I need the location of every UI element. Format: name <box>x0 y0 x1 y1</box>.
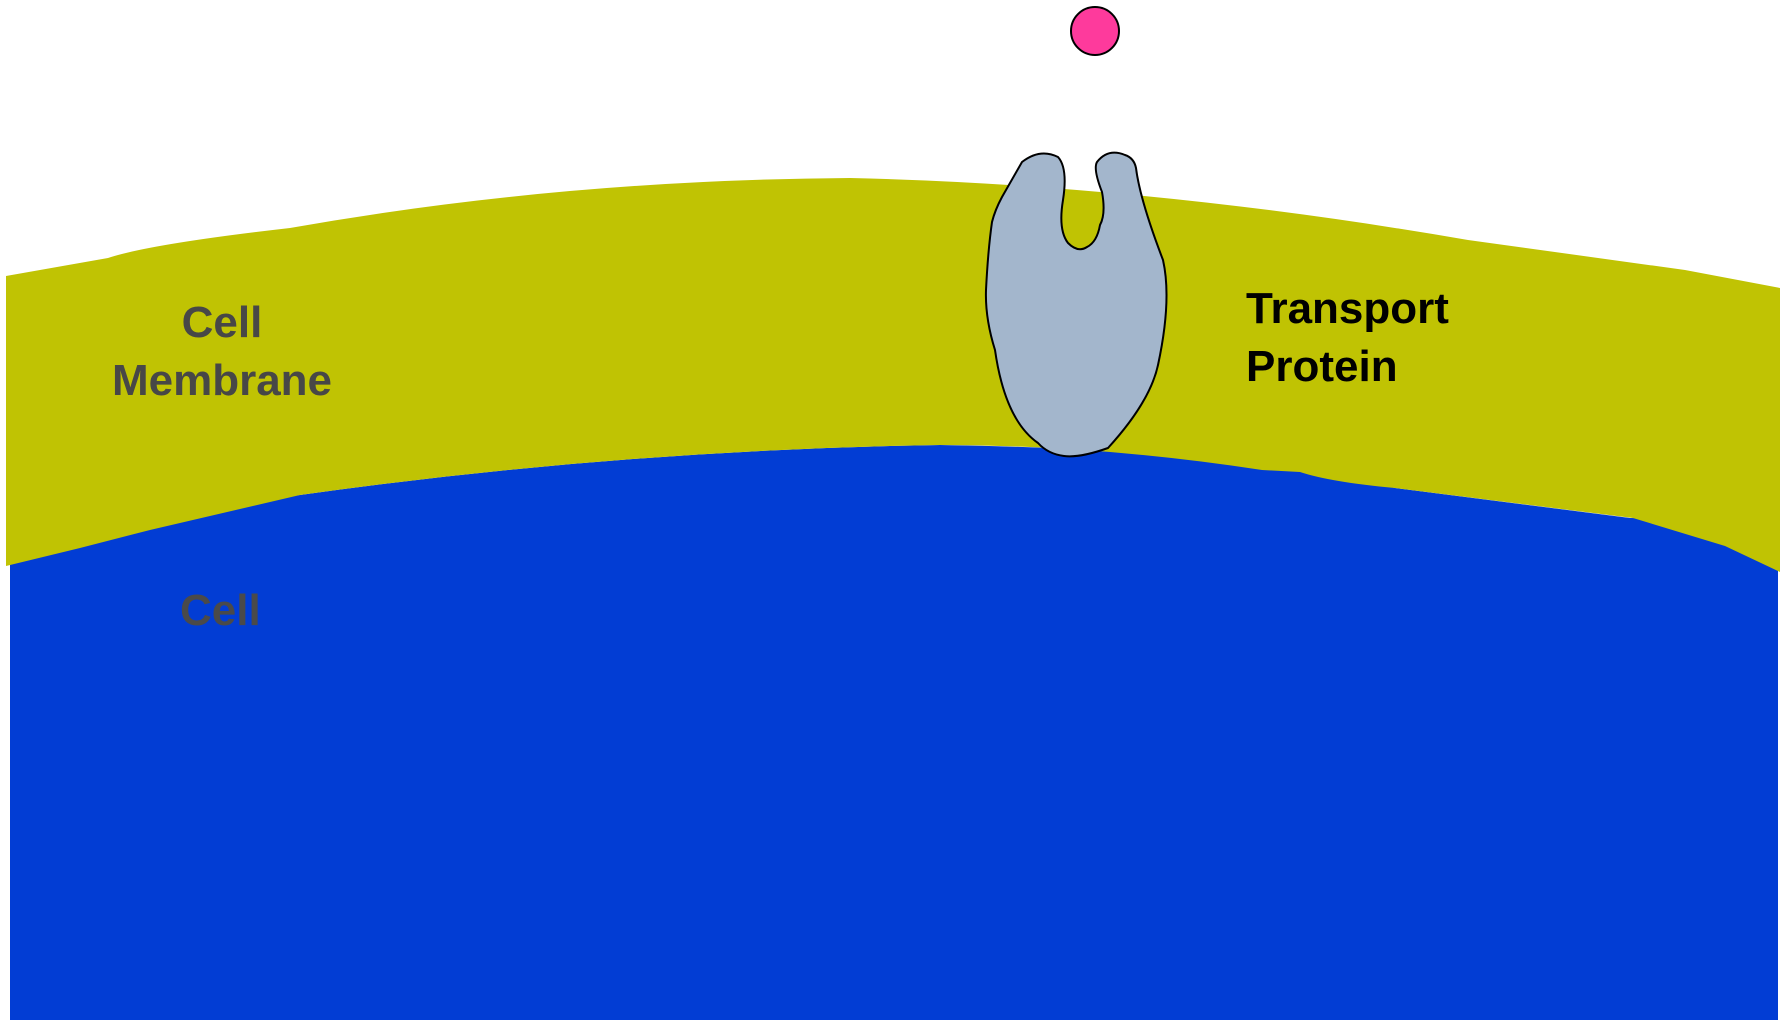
transport-protein-label: Transport Protein <box>1246 280 1449 396</box>
cell-interior <box>10 445 1778 1020</box>
molecule <box>1071 7 1119 55</box>
transport-protein-label-line1: Transport <box>1246 280 1449 338</box>
cell-membrane-label-line1: Cell <box>110 294 334 352</box>
cell-membrane-label: Cell Membrane <box>110 294 334 410</box>
cell-label: Cell <box>180 582 261 640</box>
transport-protein-label-line2: Protein <box>1246 338 1449 396</box>
cell-membrane-label-line2: Membrane <box>110 352 334 410</box>
